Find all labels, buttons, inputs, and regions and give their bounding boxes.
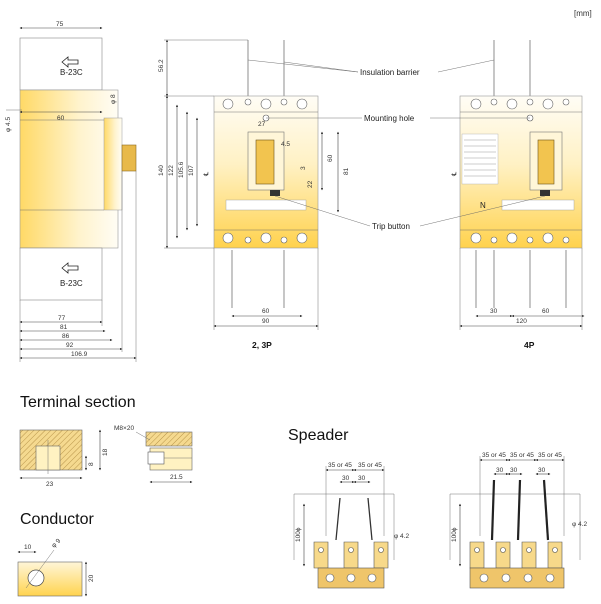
speader-heading: Speader bbox=[288, 427, 349, 444]
conductor: Conductor 10 φ 9 20 bbox=[17, 511, 95, 597]
c-mark-4p: ℄ bbox=[451, 171, 458, 177]
side-top-barrier bbox=[19, 37, 103, 91]
side-view: B-23C B-23C 75 60 φ 8 φ 4.5 77 81 86 92 … bbox=[5, 21, 137, 362]
mounting-hole-label: Mounting hole bbox=[364, 114, 415, 123]
side-cover-step bbox=[103, 117, 123, 211]
spr-h: 100ϕ bbox=[451, 527, 458, 542]
speader: Speader 35 or 45 35 or 45 30 30 100ϕ φ 4… bbox=[288, 427, 587, 589]
dim-phi45: φ 4.5 bbox=[5, 117, 12, 132]
side-body bbox=[19, 89, 119, 249]
spr-dia: φ 4.2 bbox=[572, 521, 587, 528]
speader-left: 35 or 45 35 or 45 30 30 100ϕ φ 4.2 bbox=[293, 462, 409, 589]
dim-86: 86 bbox=[62, 333, 70, 340]
arrow-icon-bottom bbox=[61, 262, 79, 274]
dim-side-60: 60 bbox=[57, 115, 65, 122]
dim-107: 107 bbox=[188, 165, 195, 176]
dim-60-a: 60 bbox=[262, 308, 270, 315]
dim-phi8: φ 8 bbox=[110, 94, 117, 104]
dim-45: 4.5 bbox=[281, 141, 290, 148]
terminal-heading: Terminal section bbox=[20, 394, 136, 411]
spr-top3: 35 or 45 bbox=[538, 452, 562, 459]
spl-top: 35 or 45 bbox=[328, 462, 352, 469]
dim-3: 3 bbox=[300, 166, 307, 170]
spr-mid3: 30 bbox=[538, 467, 546, 474]
unit-label: [mm] bbox=[574, 9, 592, 18]
dim-10: 10 bbox=[24, 544, 32, 551]
dim-562: 56.2 bbox=[158, 59, 165, 72]
dim-92: 92 bbox=[66, 342, 74, 349]
title-4p: 4P bbox=[524, 340, 535, 350]
dim-77: 77 bbox=[58, 315, 66, 322]
front-view-4p: N ℄ 30 60 120 4P bbox=[451, 40, 585, 350]
trip-button-3p bbox=[270, 190, 280, 196]
front-view-3p: 56.2 140 122 105.6 107 ℄ 27 4.5 60 81 3 … bbox=[158, 39, 350, 350]
terminal-section: Terminal section 23 8 18 M8×20 21.5 bbox=[19, 394, 193, 488]
dim-60-vert: 60 bbox=[327, 154, 334, 162]
dim-75: 75 bbox=[56, 21, 64, 28]
dim-81-vert: 81 bbox=[343, 167, 350, 175]
side-handle bbox=[121, 144, 137, 172]
spl-top2: 35 or 45 bbox=[358, 462, 382, 469]
spl-mid2: 30 bbox=[358, 475, 366, 482]
dim-4p-120: 120 bbox=[516, 318, 527, 325]
insulation-barrier-label: Insulation barrier bbox=[360, 68, 420, 77]
spl-mid: 30 bbox=[342, 475, 350, 482]
conductor-heading: Conductor bbox=[20, 511, 94, 528]
dim-22: 22 bbox=[307, 180, 314, 188]
front4p-handle bbox=[537, 139, 555, 185]
callouts: Insulation barrier Mounting hole Trip bu… bbox=[247, 59, 546, 231]
model-label-top: B-23C bbox=[60, 68, 83, 77]
dim-215: 21.5 bbox=[170, 474, 183, 481]
dim-20: 20 bbox=[88, 574, 95, 582]
speader-right: 35 or 45 35 or 45 35 or 45 30 30 30 100ϕ bbox=[449, 452, 587, 589]
side-bottom-barrier bbox=[19, 247, 103, 301]
dim-4p-60: 60 bbox=[542, 308, 550, 315]
dim-122: 122 bbox=[168, 165, 175, 176]
dim-90: 90 bbox=[262, 318, 270, 325]
dim-8: 8 bbox=[88, 462, 95, 466]
dim-140: 140 bbox=[158, 165, 165, 176]
neutral-label: N bbox=[480, 201, 486, 210]
trip-button-label: Trip button bbox=[372, 222, 410, 231]
spl-h: 100ϕ bbox=[295, 527, 302, 542]
c-mark-3p: ℄ bbox=[203, 171, 210, 177]
dim-1056: 105.6 bbox=[178, 161, 185, 178]
spr-top2: 35 or 45 bbox=[510, 452, 534, 459]
spl-dia: φ 4.2 bbox=[394, 533, 409, 540]
screw-label: M8×20 bbox=[114, 425, 134, 432]
dim-23: 23 bbox=[46, 481, 54, 488]
dim-27: 27 bbox=[258, 121, 266, 128]
spr-mid2: 30 bbox=[510, 467, 518, 474]
arrow-icon-top bbox=[61, 56, 79, 68]
dim-81: 81 bbox=[60, 324, 68, 331]
spr-mid: 30 bbox=[496, 467, 504, 474]
model-label-bottom: B-23C bbox=[60, 279, 83, 288]
trip-button-4p bbox=[540, 190, 550, 196]
front3p-handle bbox=[255, 139, 275, 185]
dim-18: 18 bbox=[102, 448, 109, 456]
title-3p: 2, 3P bbox=[252, 340, 272, 350]
spr-top: 35 or 45 bbox=[482, 452, 506, 459]
dim-phi9: φ 9 bbox=[50, 537, 62, 549]
dim-1069: 106.9 bbox=[71, 351, 88, 358]
dim-4p-30: 30 bbox=[490, 308, 498, 315]
